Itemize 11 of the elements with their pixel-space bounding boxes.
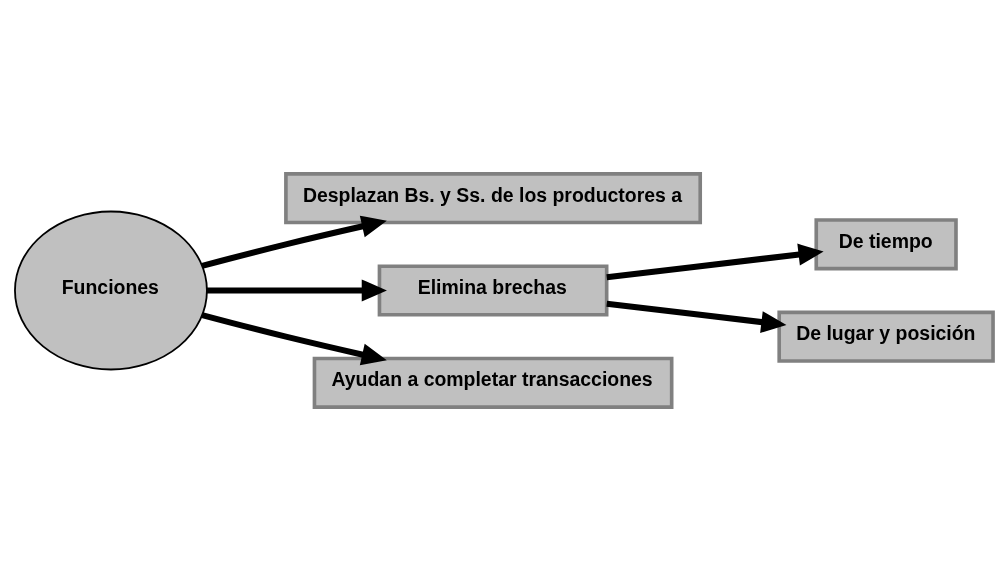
arrow [206, 279, 387, 302]
node-box: De tiempo [813, 218, 958, 271]
node-box: De lugar y posición [776, 310, 995, 363]
node-box: Desplazan Bs. y Ss. de los productores a [283, 172, 702, 225]
arrow [200, 215, 387, 269]
node-box: Ayudan a completar transacciones [312, 356, 673, 409]
arrow [200, 312, 387, 366]
node-ellipse: Funciones [13, 210, 208, 371]
arrow [605, 300, 786, 334]
arrow [605, 243, 824, 281]
node-box: Elimina brechas [377, 264, 608, 317]
